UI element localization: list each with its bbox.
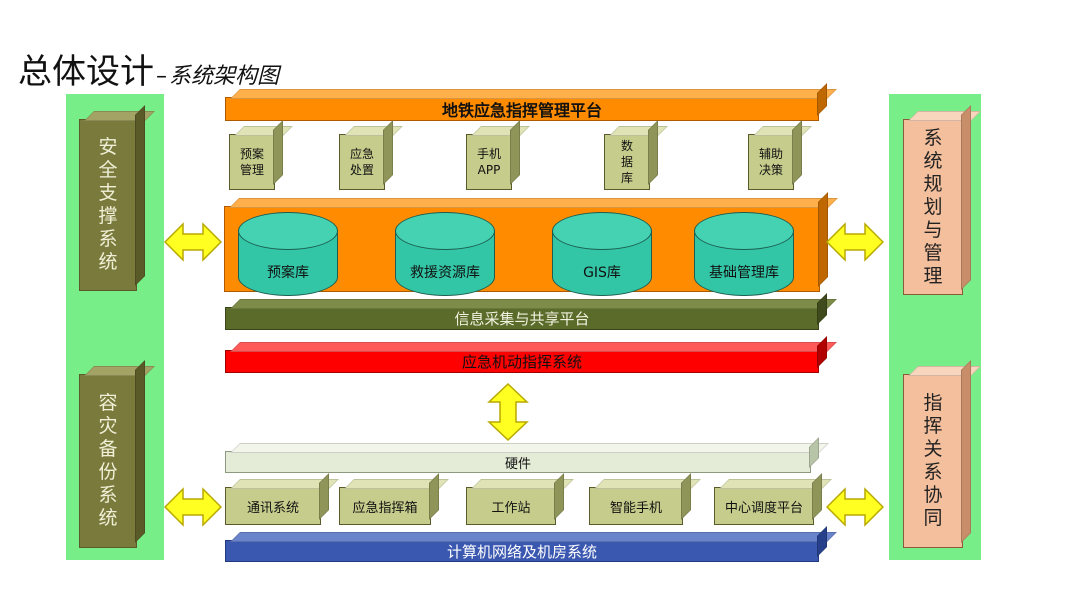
vertical-char: 关 [923, 438, 943, 460]
vertical-char: 份 [98, 461, 118, 483]
database-label: GIS库 [583, 265, 621, 281]
mobile-command-bar: 应急机动指挥系统 [225, 350, 819, 373]
vertical-char: 协 [923, 484, 943, 506]
vertical-double-arrow-icon [487, 383, 529, 441]
module-box: 辅助决策 [748, 134, 794, 190]
vertical-char: 规 [923, 172, 943, 195]
hardware-item: 中心调度平台 [714, 487, 814, 525]
vertical-char: 统 [923, 149, 943, 172]
module-box: 数据库 [604, 134, 650, 190]
vertical-char: 系 [923, 126, 943, 149]
vertical-char: 支 [98, 182, 118, 204]
vertical-char: 与 [923, 218, 943, 241]
vertical-char: 灾 [98, 415, 118, 437]
vertical-char: 管 [923, 241, 943, 264]
module-box: 应急处置 [339, 134, 385, 190]
database-cylinder: GIS库 [552, 212, 652, 296]
module-label: 辅助决策 [759, 146, 783, 178]
info-platform-bar: 信息采集与共享平台 [225, 307, 819, 330]
module-label-line: 数 [620, 139, 633, 153]
top-platform-label: 地铁应急指挥管理平台 [441, 101, 602, 120]
info-platform-label: 信息采集与共享平台 [454, 310, 590, 328]
module-label-line: 处置 [349, 163, 374, 177]
module-label-line: 预案 [239, 147, 264, 161]
vertical-char: 系 [923, 461, 943, 483]
database-cylinder: 预案库 [238, 212, 338, 296]
hardware-item: 通讯系统 [225, 487, 321, 525]
title-sub: 系统架构图 [169, 64, 280, 89]
database-label: 预案库 [267, 265, 309, 281]
module-label-line: APP [477, 163, 501, 177]
module-label-line: 决策 [758, 163, 783, 177]
vertical-char: 安 [98, 136, 118, 158]
module-label: 应急处置 [350, 146, 374, 178]
top-platform-bar: 地铁应急指挥管理平台 [225, 97, 819, 121]
hardware-item-label: 应急指挥箱 [352, 500, 418, 516]
vertical-char: 指 [923, 392, 943, 414]
right-lower-double-arrow-icon [826, 487, 884, 527]
hardware-item-label: 通讯系统 [246, 500, 299, 516]
vertical-char: 统 [98, 507, 118, 529]
vertical-char: 理 [923, 264, 943, 287]
vertical-char: 全 [98, 159, 118, 181]
database-label: 基础管理库 [709, 265, 779, 281]
module-box: 预案管理 [229, 134, 275, 190]
hardware-item: 应急指挥箱 [339, 487, 431, 525]
module-label: 预案管理 [240, 146, 264, 178]
database-label: 救援资源库 [410, 265, 480, 281]
hardware-bar: 硬件 [225, 451, 811, 473]
hardware-item: 工作站 [466, 487, 556, 525]
hardware-item-label: 工作站 [491, 500, 531, 516]
module-label-line: 应急 [349, 147, 374, 161]
left-lower-double-arrow-icon [164, 487, 222, 527]
left-upper-double-arrow-icon [164, 222, 222, 262]
left-panel-security: 安全支撑系统 [79, 119, 137, 291]
vertical-char: 系 [98, 228, 118, 250]
module-label-line: 据 [620, 155, 633, 169]
vertical-char: 统 [98, 251, 118, 273]
right-panel-coordination: 指挥关系协同 [903, 374, 963, 548]
vertical-char: 备 [98, 438, 118, 460]
left-panel-backup-label: 容灾备份系统 [98, 392, 117, 530]
module-label-line: 手机 [476, 147, 501, 161]
vertical-char: 挥 [923, 415, 943, 437]
vertical-char: 同 [923, 507, 943, 529]
right-panel-coordination-label: 指挥关系协同 [923, 392, 942, 530]
module-label-line: 管理 [239, 163, 264, 177]
title-main: 总体设计 [18, 52, 154, 92]
hardware-item-label: 智能手机 [609, 500, 662, 516]
title-dash: – [156, 64, 167, 89]
mobile-command-label: 应急机动指挥系统 [461, 353, 582, 371]
network-label: 计算机网络及机房系统 [446, 542, 597, 561]
right-panel-planning-label: 系统规划与管理 [923, 127, 942, 288]
left-panel-security-label: 安全支撑系统 [98, 136, 117, 274]
hardware-item: 智能手机 [589, 487, 683, 525]
module-box: 手机 APP [466, 134, 512, 190]
module-label-line: 辅助 [758, 147, 783, 161]
vertical-char: 撑 [98, 205, 118, 227]
right-panel-planning: 系统规划与管理 [903, 119, 963, 295]
vertical-char: 划 [923, 195, 943, 218]
right-upper-double-arrow-icon [826, 222, 884, 262]
page-title: 总体设计 – 系统架构图 [18, 44, 280, 92]
vertical-char: 容 [98, 392, 118, 414]
database-cylinder: 基础管理库 [694, 212, 794, 296]
hardware-label: 硬件 [504, 456, 531, 472]
module-label-line: 库 [620, 171, 633, 185]
module-label: 手机 APP [477, 146, 501, 178]
module-label: 数据库 [621, 138, 633, 186]
left-panel-backup: 容灾备份系统 [79, 374, 137, 548]
hardware-item-label: 中心调度平台 [724, 500, 803, 516]
network-bar: 计算机网络及机房系统 [225, 540, 819, 562]
vertical-char: 系 [98, 484, 118, 506]
database-cylinder: 救援资源库 [395, 212, 495, 296]
